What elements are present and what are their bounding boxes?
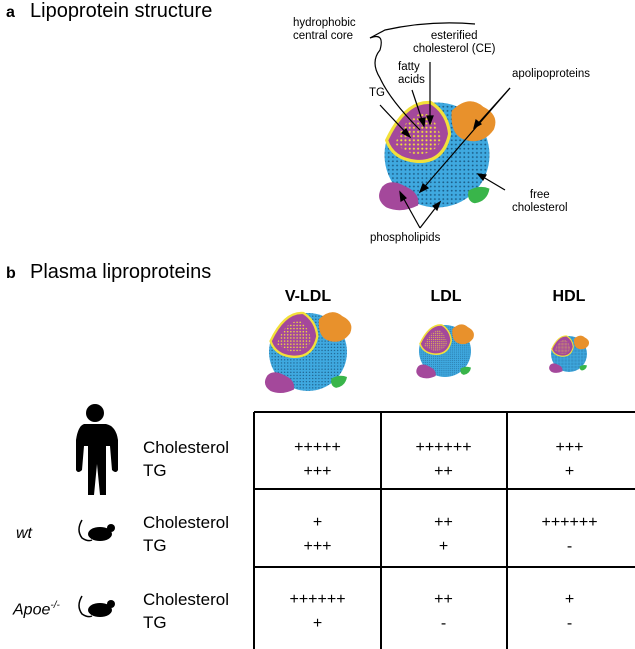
lipoprotein-vldl [263,310,353,395]
cell-apoe-hdl: +- [564,591,575,632]
cell-wt-vldl: ++++ [303,514,332,555]
cell-apoe-vldl: +++++++ [289,591,346,632]
label-phospholipids: phospholipids [370,232,441,244]
column-header-hdl: HDL [552,288,586,305]
core-pointer-line [369,35,421,131]
organism-wt: wt [16,525,32,542]
lipoprotein-particle-large [377,99,497,212]
lipoprotein-ldl [415,323,475,380]
cell-human-ldl: ++++++++ [415,439,472,480]
table-grid [253,411,635,649]
mouse-icon-apoe [78,595,115,618]
core-bracket-line [369,22,476,39]
label-tg: TG [369,87,385,99]
lipoprotein-hdl [548,335,590,374]
panel-b-title: Plasma liproproteins [30,261,212,283]
organism-apoe: Apoe-/- [13,600,60,619]
label-apolipoproteins: apolipoproteins [512,68,591,80]
column-header-vldl: V-LDL [284,288,332,305]
cell-human-hdl: ++++ [555,439,584,480]
panel-a-title: Lipoprotein structure [30,0,213,22]
panel-a-letter: a [6,4,15,21]
mouse-icon-wt [78,519,115,542]
cell-apoe-ldl: ++- [434,591,453,632]
cell-human-vldl: ++++++++ [294,439,341,480]
cell-wt-ldl: +++ [434,514,453,555]
panel-b-letter: b [6,265,16,282]
column-header-ldl: LDL [430,288,462,305]
annotation-arrows [379,62,511,229]
cell-wt-hdl: ++++++- [541,514,598,555]
human-icon [76,404,118,495]
